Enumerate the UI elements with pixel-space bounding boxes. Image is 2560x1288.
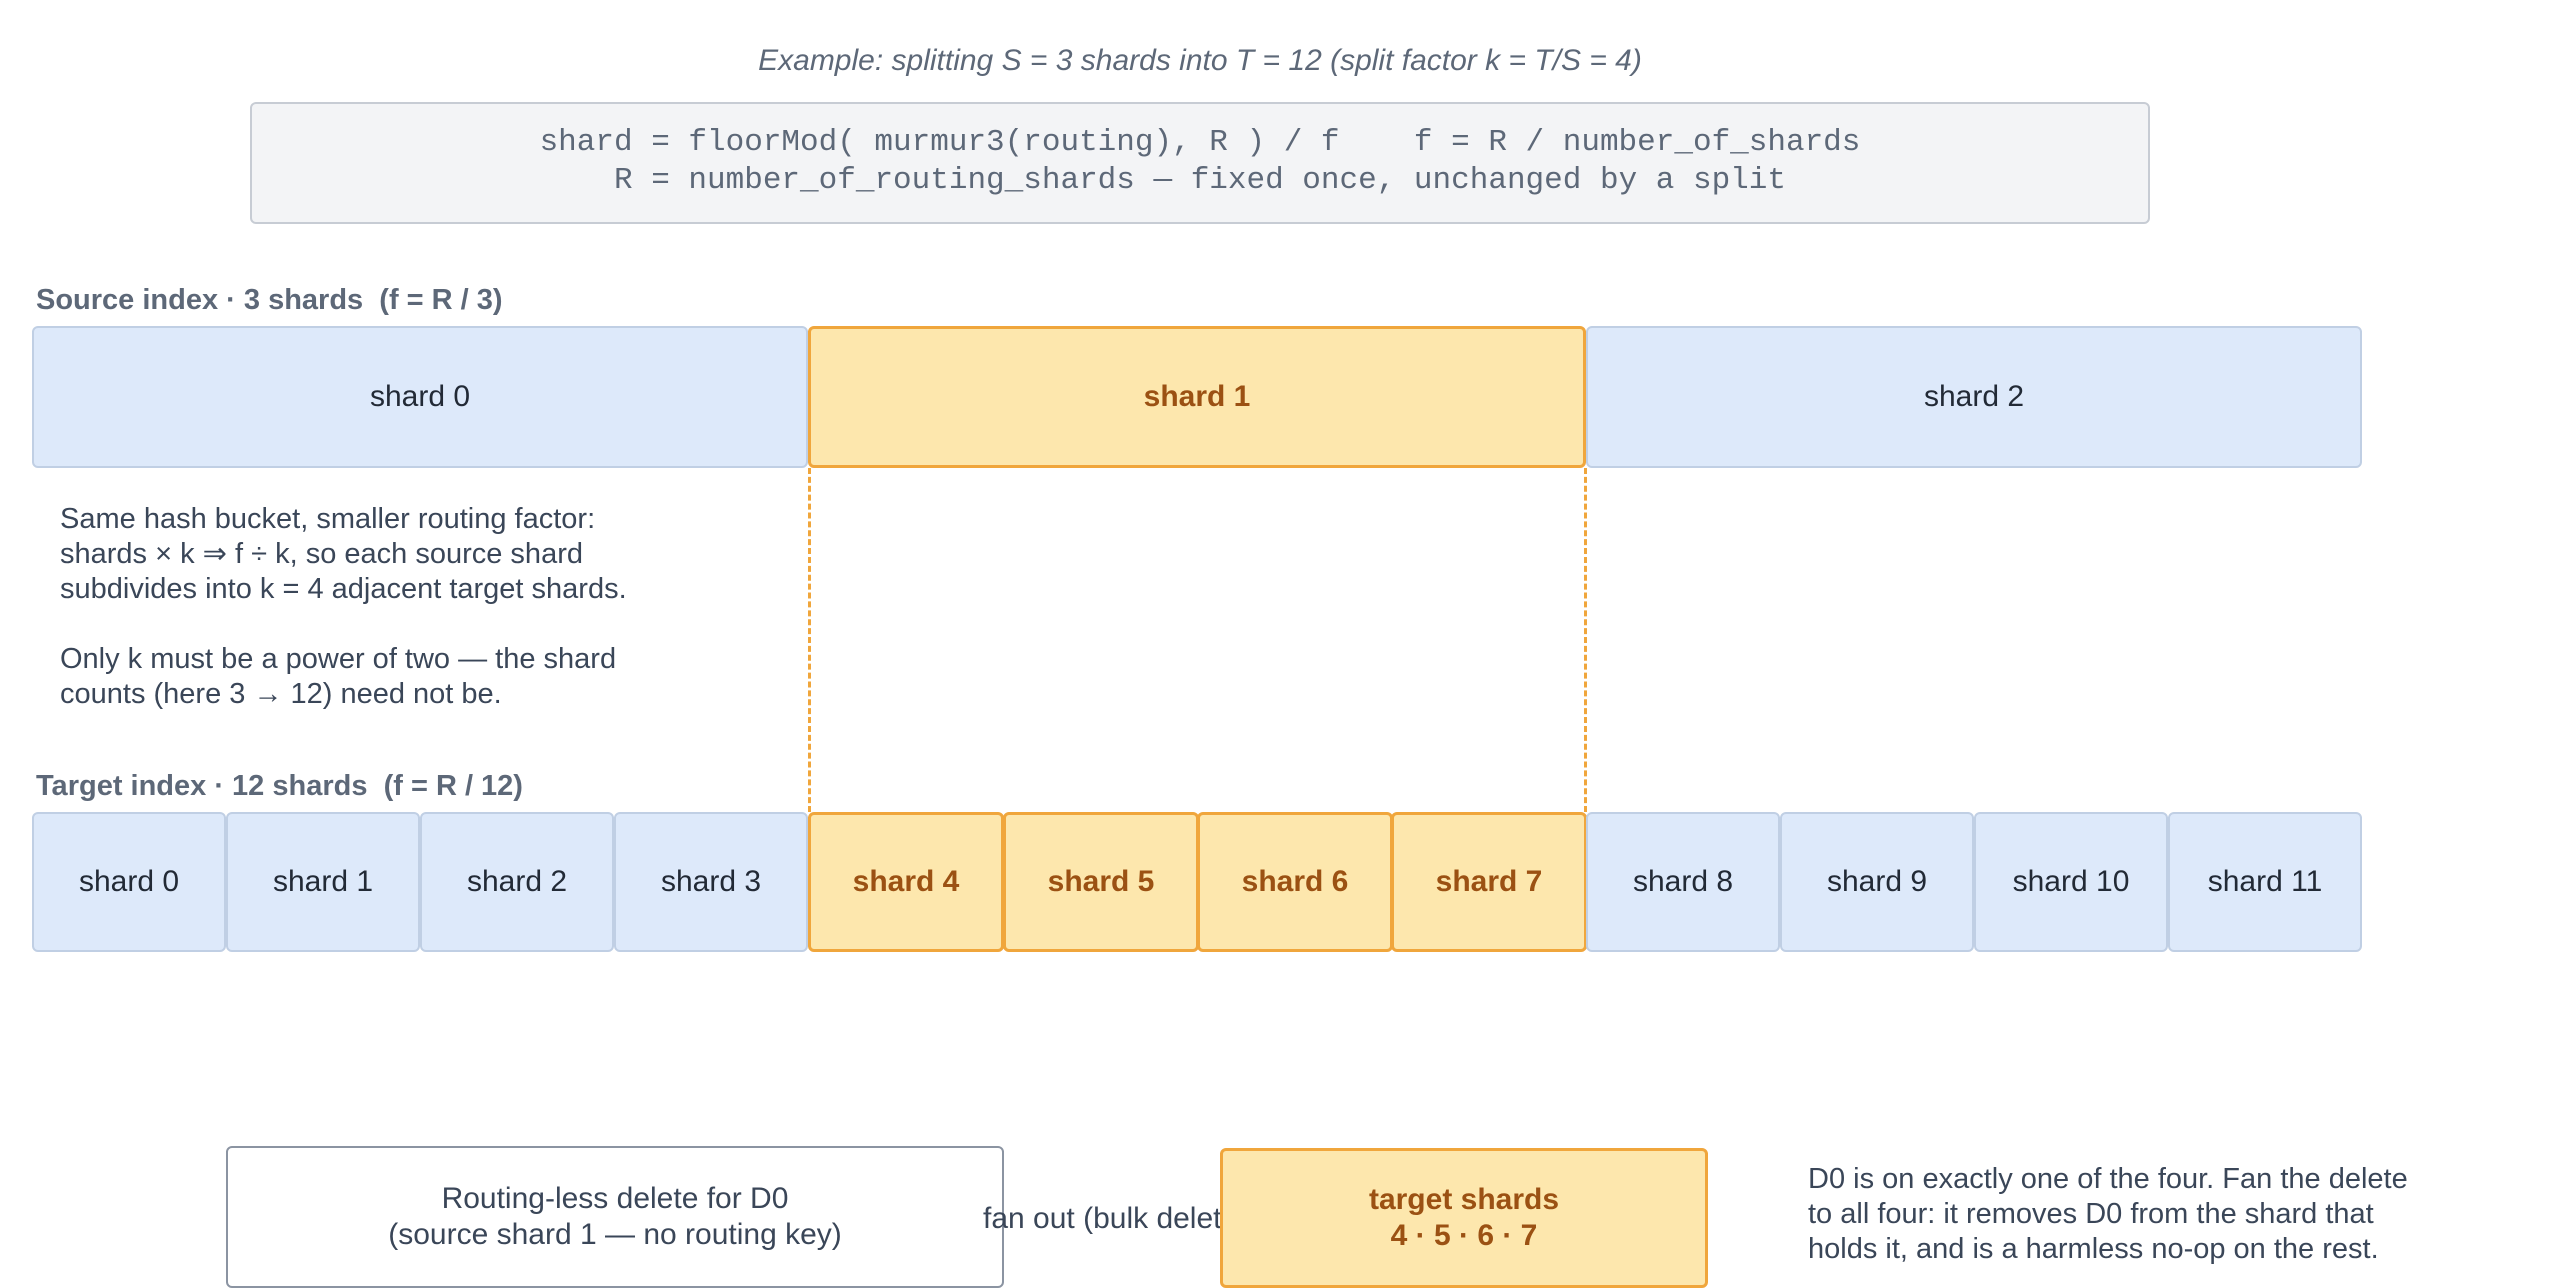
target-shard-3: shard 3: [614, 812, 808, 952]
source-shard-2: shard 2: [1586, 326, 2362, 468]
split-guide-left: [808, 468, 811, 812]
target-shard-9: shard 9: [1780, 812, 1974, 952]
target-shards-box: target shards 4 · 5 · 6 · 7: [1220, 1148, 1708, 1288]
source-index-label: Source index · 3 shards (f = R / 3): [36, 284, 503, 316]
target-index-label: Target index · 12 shards (f = R / 12): [36, 770, 523, 802]
explanation-line: D0 is on exactly one of the four. Fan th…: [1808, 1163, 2408, 1195]
formula-box: shard = floorMod( murmur3(routing), R ) …: [250, 102, 2150, 224]
explanation-note: D0 is on exactly one of the four. Fan th…: [1808, 1162, 2548, 1267]
formula-line-2: R = number_of_routing_shards — fixed onc…: [614, 163, 1786, 198]
split-guide-right: [1584, 468, 1587, 812]
explanation-line: to all four: it removes D0 from the shar…: [1808, 1198, 2374, 1230]
note-line: Only k must be a power of two — the shar…: [60, 643, 617, 675]
explanation-line: holds it, and is a harmless no-op on the…: [1808, 1233, 2379, 1265]
routing-less-delete-box: Routing-less delete for D0 (source shard…: [226, 1146, 1004, 1288]
target-shard-11: shard 11: [2168, 812, 2362, 952]
note-line: Same hash bucket, smaller routing factor…: [60, 503, 596, 535]
formula-line-1: shard = floorMod( murmur3(routing), R ) …: [539, 125, 1861, 160]
target-shard-4: shard 4: [808, 812, 1004, 952]
target-shard-10: shard 10: [1974, 812, 2168, 952]
note-line: shards × k ⇒ f ÷ k, so each source shard: [60, 538, 583, 570]
note-line: subdivides into k = 4 adjacent target sh…: [60, 573, 627, 605]
target-shard-1: shard 1: [226, 812, 420, 952]
target-shard-6: shard 6: [1197, 812, 1393, 952]
target-shard-0: shard 0: [32, 812, 226, 952]
delete-box-line-2: (source shard 1 — no routing key): [388, 1218, 842, 1251]
target-shard-5: shard 5: [1003, 812, 1199, 952]
target-shard-8: shard 8: [1586, 812, 1780, 952]
source-shard-1: shard 1: [808, 326, 1586, 468]
target-shard-7: shard 7: [1391, 812, 1587, 952]
diagram-title: Example: splitting S = 3 shards into T =…: [758, 44, 1642, 77]
split-notes: Same hash bucket, smaller routing factor…: [60, 502, 780, 712]
note-line: counts (here 3 → 12) need not be.: [60, 678, 502, 710]
source-shard-0: shard 0: [32, 326, 808, 468]
target-box-line-1: target shards: [1368, 1183, 1560, 1216]
delete-box-line-1: Routing-less delete for D0: [441, 1182, 789, 1215]
target-box-line-2: 4 · 5 · 6 · 7: [1390, 1219, 1538, 1252]
target-shard-2: shard 2: [420, 812, 614, 952]
fan-out-label: fan out (bulk delete): [983, 1202, 1249, 1235]
